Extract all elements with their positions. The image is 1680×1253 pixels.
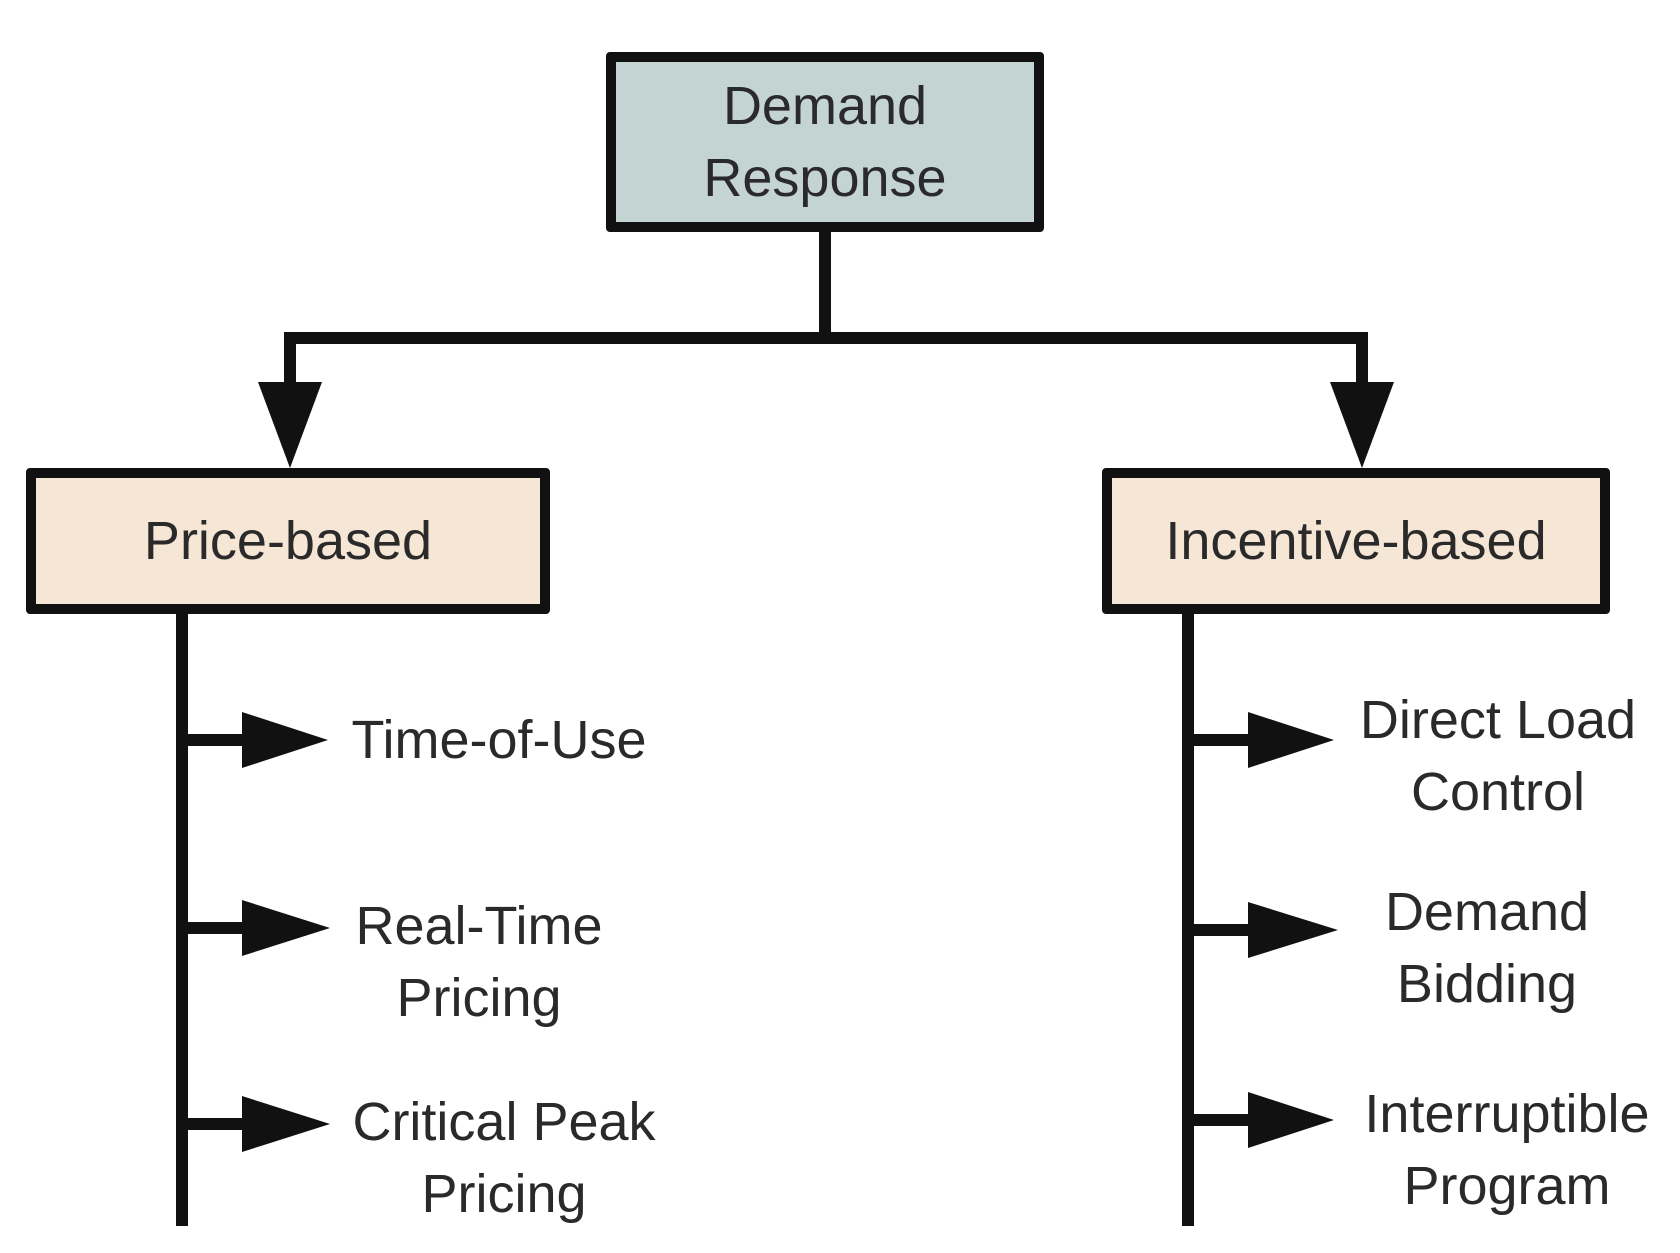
leaf-real-time-pricing: Real-Time Pricing [334,890,624,1034]
leaf-critical-peak-pricing: Critical Peak Pricing [334,1086,674,1230]
left-item-3-arrowhead [242,1096,330,1152]
right-item-3-arrowhead [1248,1092,1334,1148]
leaf-label-line: Time-of-Use [351,710,647,770]
category-node-incentive-based: Incentive-based [1102,468,1610,614]
right-item-1-arrowhead [1248,712,1334,768]
leaf-label-line: Interruptible [1364,1084,1650,1144]
leaf-label-line: Pricing [421,1164,587,1224]
root-label-line-1: Demand [722,76,928,136]
leaf-label-line: Program [1403,1156,1611,1216]
leaf-label-line: Pricing [396,968,562,1028]
leaf-direct-load-control: Direct Load Control [1338,684,1658,828]
right-down-arrowhead [1330,382,1394,468]
left-down-arrowhead [258,382,322,468]
leaf-label-line: Demand [1384,882,1590,942]
right-item-2-arrowhead [1248,902,1338,958]
root-label-line-2: Response [703,148,947,208]
leaf-label-line: Direct Load [1359,690,1637,750]
root-node-demand-response: Demand Response [606,52,1044,232]
left-item-2-arrowhead [242,900,330,956]
category-label: Price-based [143,511,433,571]
leaf-label-line: Control [1410,762,1586,822]
leaf-interruptible-program: Interruptible Program [1342,1078,1672,1222]
leaf-time-of-use: Time-of-Use [334,704,664,776]
leaf-label-line: Real-Time [355,896,603,956]
root-node-label: Demand Response [703,70,946,214]
category-label: Incentive-based [1165,511,1547,571]
leaf-demand-bidding: Demand Bidding [1342,876,1632,1020]
category-node-price-based: Price-based [26,468,550,614]
leaf-label-line: Critical Peak [352,1092,656,1152]
leaf-label-line: Bidding [1396,954,1578,1014]
left-item-1-arrowhead [242,712,328,768]
